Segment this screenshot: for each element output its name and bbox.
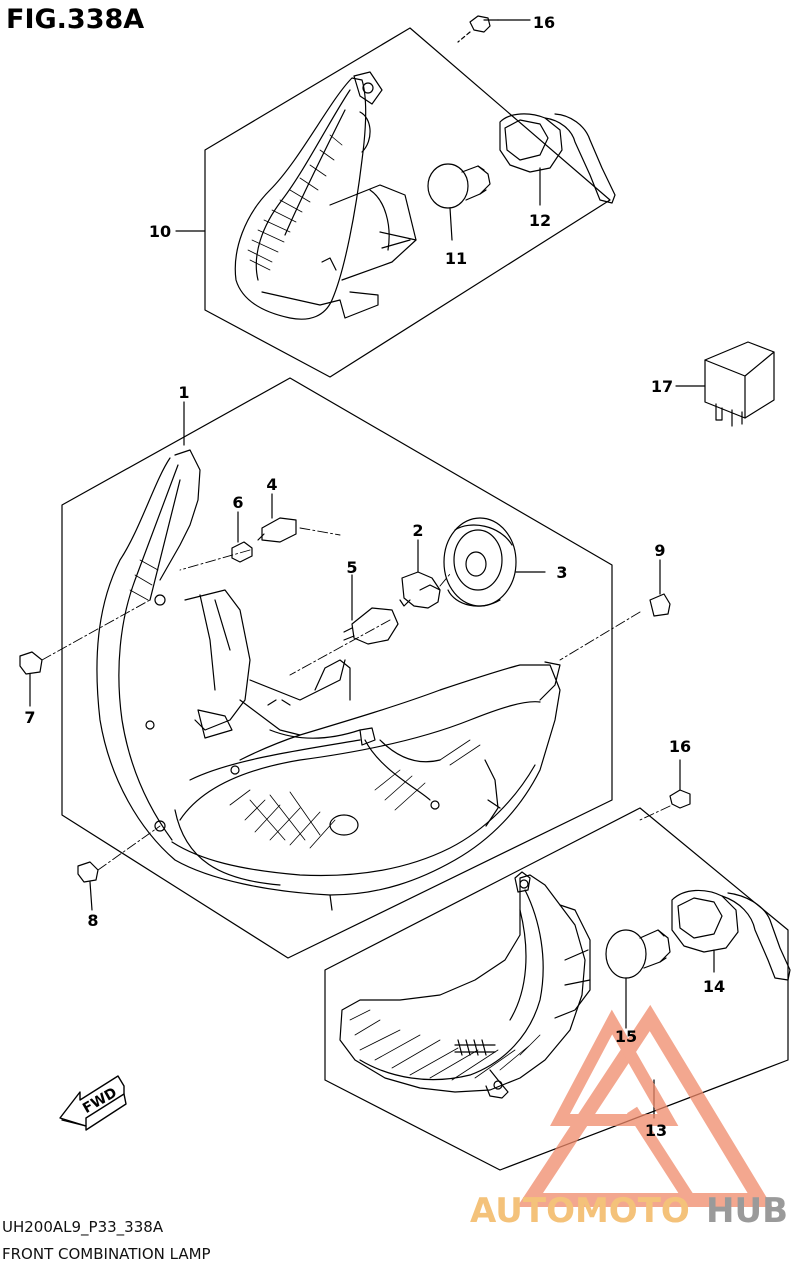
figure-code: UH200AL9_P33_338A	[2, 1218, 164, 1236]
part-number-1: 1	[178, 383, 189, 402]
watermark-logo	[517, 1004, 773, 1207]
part-number-5: 5	[346, 558, 357, 577]
group-frame-lower-turn-signal	[324, 807, 789, 1171]
part-number-13: 13	[645, 1121, 667, 1140]
turn-signal-lens-lower	[339, 871, 591, 1099]
screw-16-lower	[669, 759, 691, 809]
bulb-6-small	[231, 511, 253, 563]
watermark-text-automoto: AUTOMOTO	[470, 1191, 690, 1231]
part-number-12: 12	[529, 211, 551, 230]
part-number-16: 16	[533, 13, 555, 32]
turn-signal-lens-upper	[234, 71, 417, 320]
part-number-15: 15	[615, 1027, 637, 1046]
part-number-14: 14	[703, 977, 725, 996]
bulb-15-lower	[605, 929, 671, 1029]
part-number-6: 6	[232, 493, 243, 512]
part-number-9: 9	[654, 541, 665, 560]
watermark-text-hub: HUB	[706, 1191, 788, 1231]
socket-12-upper	[499, 113, 616, 206]
relay-17	[675, 341, 775, 427]
part-number-3: 3	[556, 563, 567, 582]
bulb-2-h4	[399, 539, 441, 609]
part-number-8: 8	[87, 911, 98, 930]
part-number-4: 4	[266, 475, 277, 494]
lens-hatching-upper	[247, 134, 343, 271]
socket-14-lower	[671, 889, 791, 981]
headlight-housing	[96, 449, 561, 911]
reflector-hatching	[129, 559, 481, 849]
part-number-10: 10	[149, 222, 171, 241]
fwd-arrow-icon	[59, 1075, 127, 1131]
part-number-17: 17	[651, 377, 673, 396]
dust-cover-3	[443, 517, 546, 607]
bulb-11-upper	[427, 163, 491, 241]
grommet-8	[77, 861, 99, 911]
grommet-9	[649, 559, 671, 617]
figure-description: FRONT COMBINATION LAMP	[2, 1245, 211, 1263]
figure-title: FIG.338A	[6, 4, 145, 35]
socket-5	[343, 574, 399, 645]
screw-16-upper	[457, 15, 531, 43]
part-number-11: 11	[445, 249, 467, 268]
group-frame-upper-turn-signal	[204, 27, 611, 378]
leader-lines-dashed	[41, 527, 671, 871]
part-number-7: 7	[24, 708, 35, 727]
group-frame-headlight	[61, 377, 613, 959]
socket-4	[257, 493, 297, 543]
lens-hatching-lower	[349, 1009, 541, 1081]
part-number-16: 16	[669, 737, 691, 756]
part-number-2: 2	[412, 521, 423, 540]
grommet-7	[19, 651, 43, 707]
